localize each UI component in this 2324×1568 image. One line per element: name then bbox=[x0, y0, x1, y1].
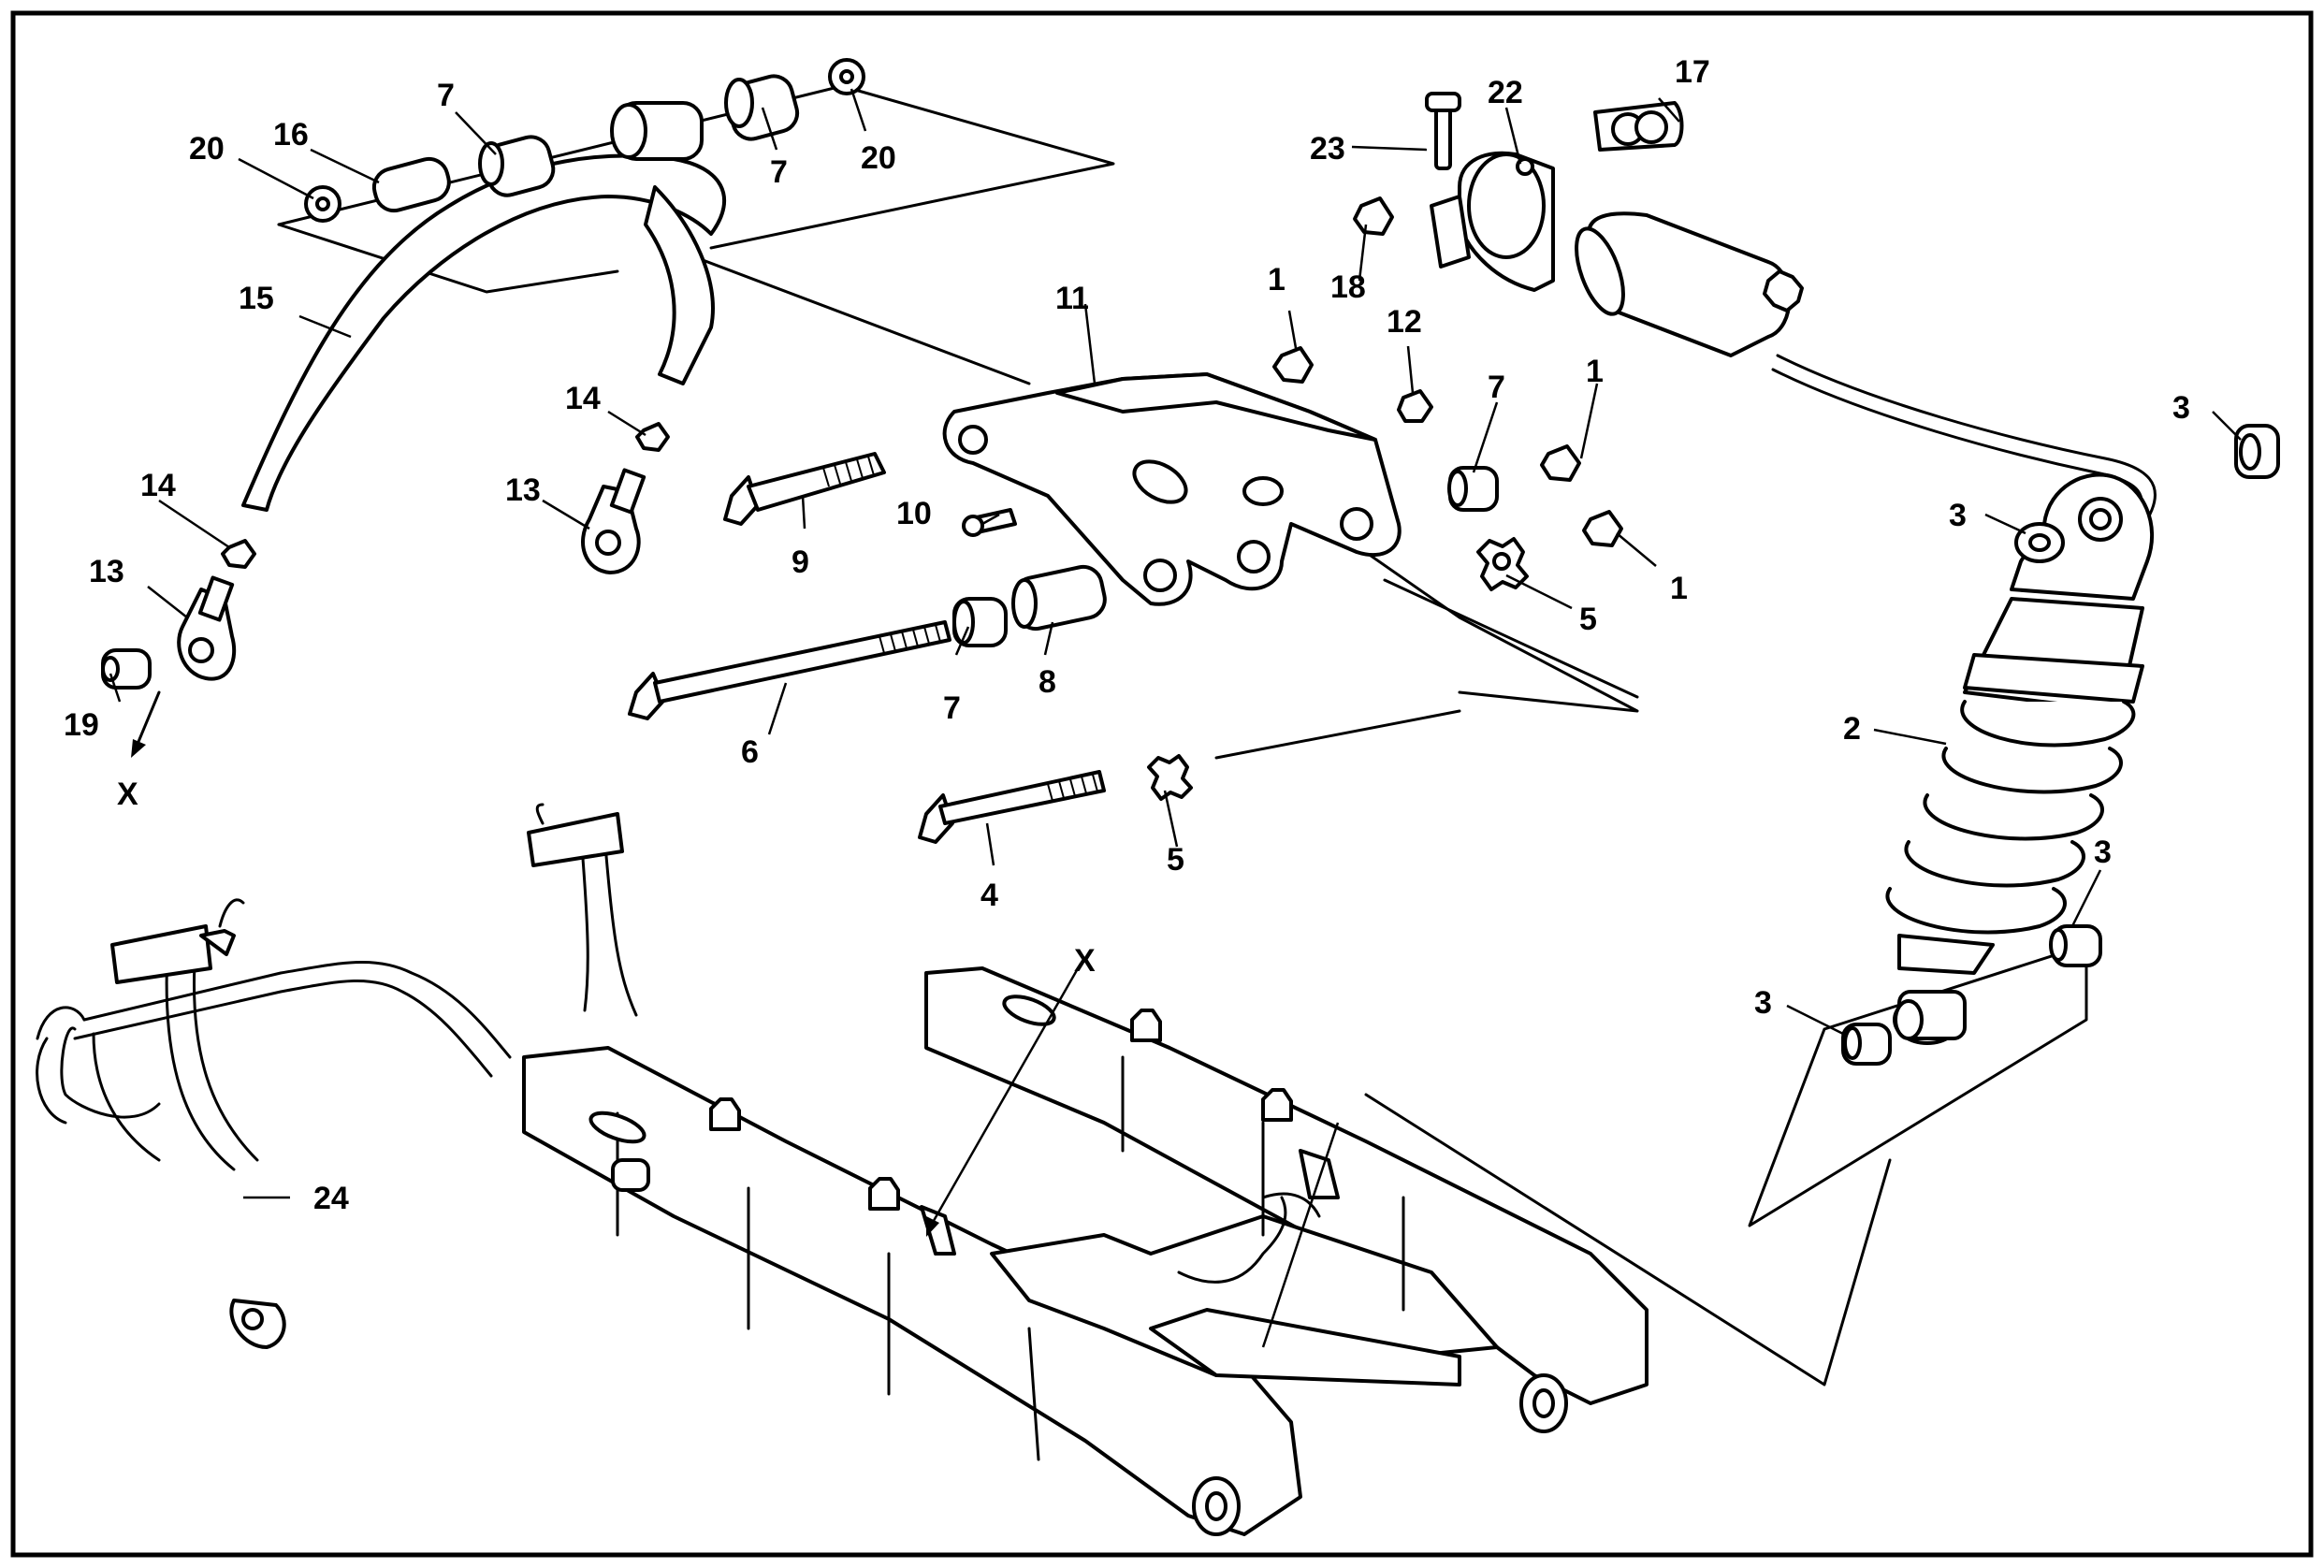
callout-5-lower: 5 bbox=[1167, 842, 1184, 878]
callout-7-top-center: 7 bbox=[770, 154, 788, 190]
callout-11: 11 bbox=[1055, 281, 1089, 316]
assembly-plane-lines bbox=[277, 84, 2088, 1387]
callout-6: 6 bbox=[741, 734, 759, 770]
callout-22: 22 bbox=[1488, 75, 1523, 110]
rocker-linkage-11 bbox=[942, 372, 1402, 606]
callout-19: 19 bbox=[64, 707, 99, 743]
callout-4: 4 bbox=[980, 878, 998, 913]
callout-20-left: 20 bbox=[189, 131, 225, 167]
callout-3-shock-top: 3 bbox=[1949, 498, 1967, 533]
callout-13-left: 13 bbox=[89, 554, 124, 589]
callout-7-right: 7 bbox=[1488, 370, 1505, 405]
shock-absorber-2 bbox=[1841, 424, 2280, 1066]
callout-3-shock-bottom-left: 3 bbox=[1754, 985, 1772, 1021]
bolts bbox=[628, 452, 1106, 844]
callout-1-right-upper: 1 bbox=[1586, 354, 1604, 389]
callout-x-swingarm: X bbox=[1074, 943, 1096, 979]
callout-17: 17 bbox=[1675, 54, 1710, 90]
callout-24: 24 bbox=[313, 1181, 349, 1216]
diagram-frame bbox=[10, 10, 2314, 1558]
callout-16: 16 bbox=[273, 117, 309, 152]
rod-ends bbox=[101, 422, 670, 758]
callout-1-right-lower: 1 bbox=[1670, 571, 1688, 606]
callout-12: 12 bbox=[1387, 304, 1422, 340]
callout-10: 10 bbox=[896, 496, 932, 531]
callout-18: 18 bbox=[1330, 269, 1366, 305]
callout-x-lower: X bbox=[117, 777, 138, 812]
callout-8: 8 bbox=[1039, 664, 1056, 700]
callout-labels: 1 1 1 2 3 3 3 3 4 5 5 6 7 7 7 7 8 9 10 1… bbox=[64, 54, 2190, 1216]
callout-3-top-right: 3 bbox=[2172, 390, 2190, 426]
leader-lines bbox=[109, 88, 2242, 1348]
callout-2: 2 bbox=[1843, 711, 1861, 747]
swingarm bbox=[522, 966, 1649, 1536]
paddock-stand-24 bbox=[36, 803, 638, 1349]
callout-7-lower: 7 bbox=[943, 690, 961, 726]
callout-3-shock-bottom-right: 3 bbox=[2094, 835, 2112, 870]
callout-14-center: 14 bbox=[565, 381, 601, 416]
top-spacers bbox=[304, 58, 865, 223]
spacers-and-nuts bbox=[952, 346, 1623, 801]
callout-7-top-left: 7 bbox=[437, 78, 455, 113]
shock-reservoir bbox=[1353, 92, 2157, 559]
callout-1-top: 1 bbox=[1268, 262, 1285, 298]
callout-23: 23 bbox=[1310, 131, 1345, 167]
callout-9: 9 bbox=[792, 544, 809, 580]
callout-20-right: 20 bbox=[861, 140, 896, 176]
callout-13-center: 13 bbox=[505, 472, 541, 508]
callout-5-upper: 5 bbox=[1579, 602, 1597, 637]
callout-14-left: 14 bbox=[140, 468, 176, 503]
callout-15: 15 bbox=[239, 281, 274, 316]
